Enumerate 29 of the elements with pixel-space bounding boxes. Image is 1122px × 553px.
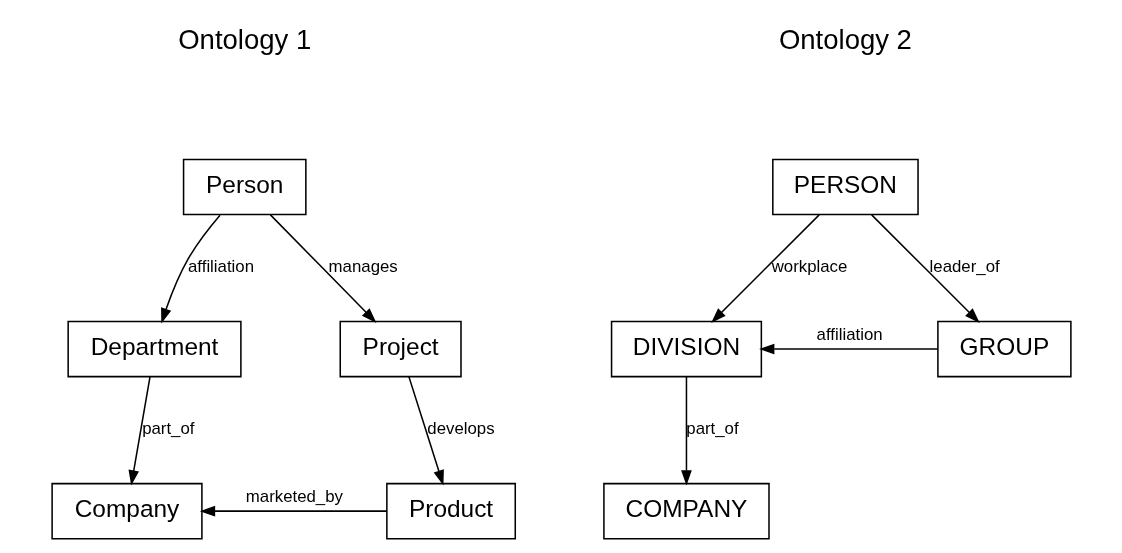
node-box: GROUP <box>936 320 1072 378</box>
edge-label: affiliation <box>187 257 254 277</box>
edge-label: develops <box>426 419 495 439</box>
edge-label: leader_of <box>929 257 1000 277</box>
arrow <box>128 376 151 486</box>
edge-label: part_of <box>141 419 194 439</box>
arrow <box>870 214 980 323</box>
edge-label: manages <box>328 257 398 277</box>
node-box: Department <box>66 320 242 378</box>
arrow <box>269 214 376 323</box>
node-box: COMPANY <box>602 482 770 540</box>
node-box: Person <box>182 158 307 216</box>
edge-label: workplace <box>771 257 847 277</box>
arrow <box>758 343 938 355</box>
arrow <box>160 214 221 324</box>
arrow <box>710 214 820 323</box>
node-box: DIVISION <box>610 320 762 378</box>
edge-label: marketed_by <box>245 486 343 506</box>
node-box: PERSON <box>771 158 919 216</box>
node-box: Product <box>385 482 516 540</box>
label: Ontology 2 <box>778 23 912 55</box>
edge-label: part_of <box>685 419 739 439</box>
arrow <box>199 505 387 517</box>
arrow <box>680 376 692 486</box>
label: Ontology 1 <box>177 23 311 55</box>
node-box: Project <box>338 320 462 378</box>
node-box: Company <box>50 482 203 540</box>
arrow <box>407 376 444 486</box>
edge-label: affiliation <box>816 324 883 344</box>
